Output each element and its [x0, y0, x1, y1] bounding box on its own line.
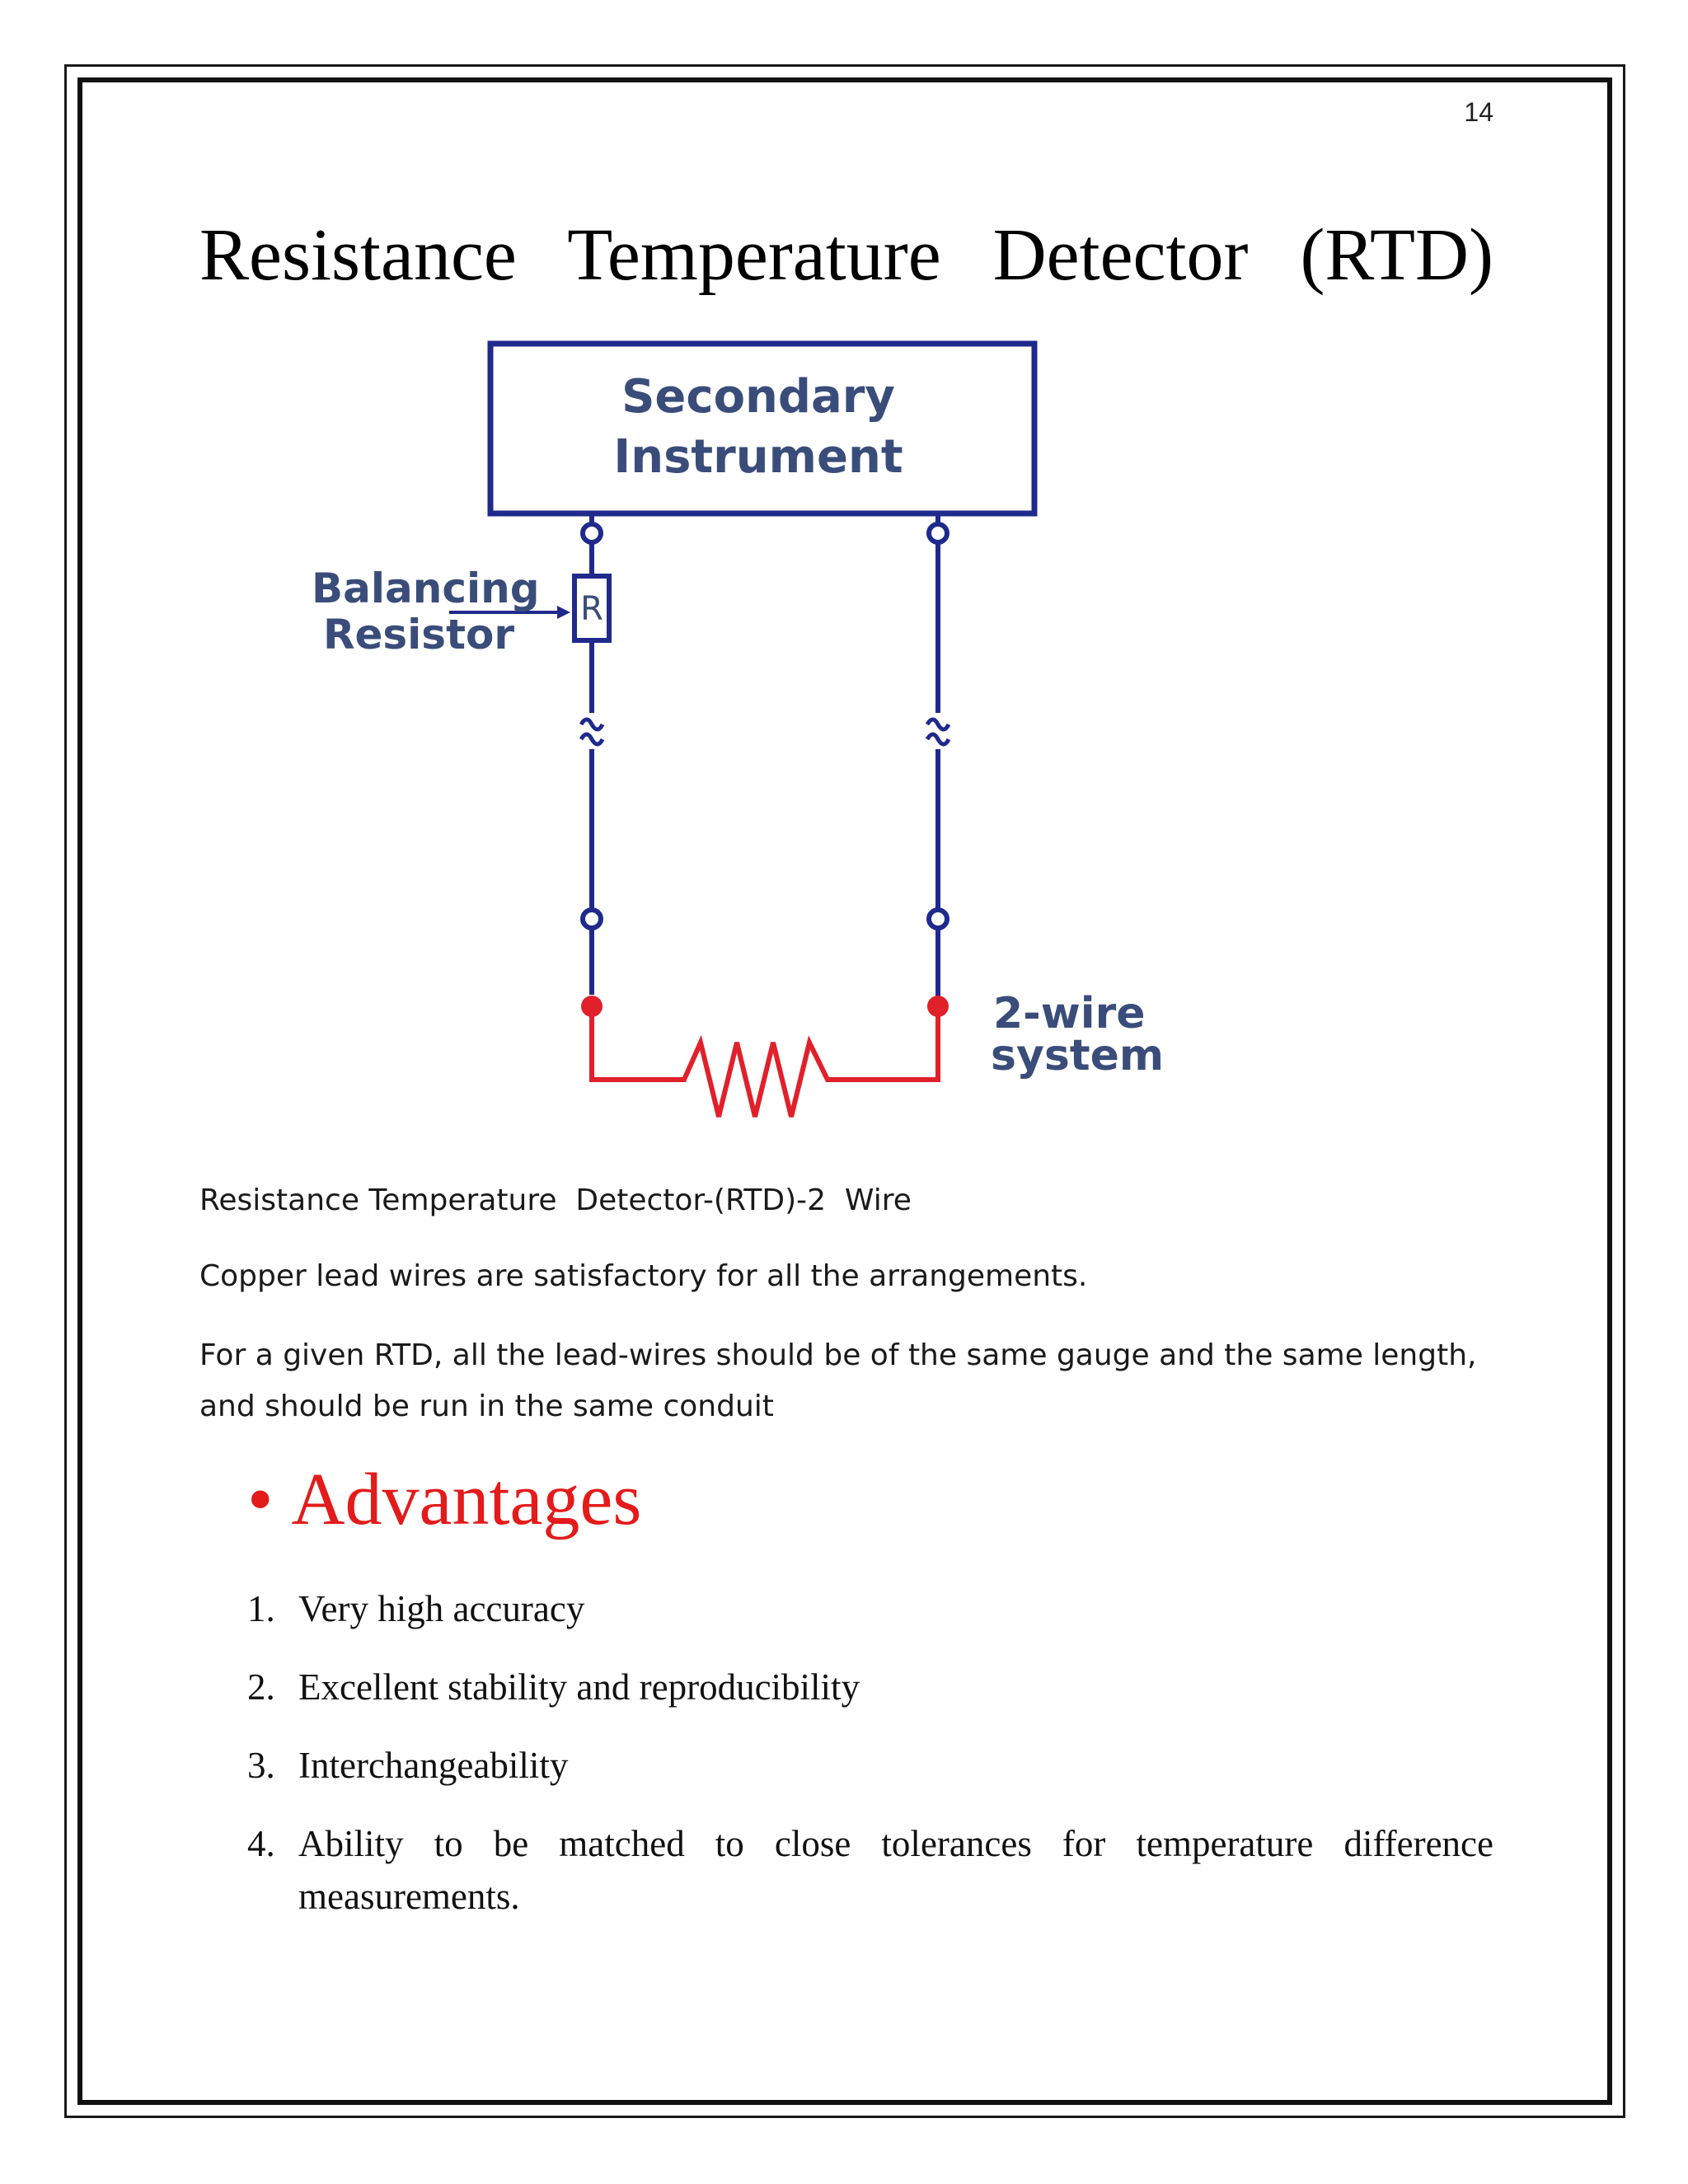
list-item: 2. Excellent stability and reproducibili… [247, 1661, 1493, 1713]
list-item-text: Very high accuracy [298, 1588, 585, 1629]
left-bottom-terminal [580, 907, 603, 930]
advantages-list: 1. Very high accuracy 2. Excellent stabi… [247, 1582, 1493, 1948]
list-item-text: Ability to be matched to close tolerance… [298, 1823, 1493, 1917]
right-top-terminal [926, 522, 950, 545]
list-item: 1. Very high accuracy [247, 1582, 1493, 1635]
rtd-2-wire-diagram: Secondary Instrument R Balancing Resisto… [198, 326, 1187, 1158]
advantages-heading: •Advantages [247, 1459, 641, 1540]
list-item: 4. Ability to be matched to close tolera… [247, 1817, 1493, 1923]
list-item: 3. Interchangeability [247, 1739, 1493, 1792]
box-label-line2: Instrument [613, 430, 903, 484]
list-item-number: 4. [247, 1823, 275, 1864]
balancing-label-line1: Balancing [312, 565, 540, 612]
page-number: 14 [1464, 97, 1493, 127]
page-inner-border [77, 77, 1612, 2105]
page-title: Resistance Temperature Detector (RTD) [199, 214, 1493, 296]
diagram-caption: Resistance Temperature Detector-(RTD)-2 … [199, 1183, 912, 1217]
paragraph-lead-wires: For a given RTD, all the lead-wires shou… [199, 1338, 1477, 1423]
list-item-text: Excellent stability and reproducibility [298, 1666, 860, 1708]
left-break-symbol [579, 717, 605, 747]
secondary-instrument-box [487, 340, 1038, 517]
right-bottom-terminal [926, 907, 950, 930]
paragraph-copper-leads: Copper lead wires are satisfactory for a… [199, 1259, 1088, 1293]
balancing-label-line2: Resistor [323, 611, 514, 658]
advantages-heading-text: Advantages [291, 1459, 642, 1540]
list-item-number: 3. [247, 1745, 275, 1786]
advantages-bullet: • [247, 1459, 274, 1540]
right-break-symbol [925, 717, 951, 747]
list-item-number: 2. [247, 1666, 275, 1708]
list-item-text: Interchangeability [298, 1745, 569, 1786]
left-top-terminal [580, 522, 603, 545]
list-item-number: 1. [247, 1588, 275, 1629]
system-label-line2: system [991, 1031, 1164, 1080]
resistor-symbol: R [580, 590, 603, 628]
system-label-line1: 2-wire [993, 989, 1146, 1038]
box-label-line1: Secondary [621, 370, 895, 424]
rtd-element [589, 1006, 940, 1118]
page-outer-border [64, 64, 1625, 2118]
